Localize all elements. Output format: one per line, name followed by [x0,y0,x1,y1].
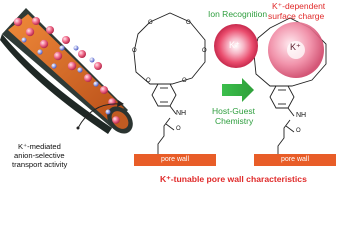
pore-wall-right: pore wall [254,154,336,166]
k-ion [94,62,102,70]
transport-label-line3: transport activity [12,160,68,169]
oxygen-atom: O [146,78,151,84]
recognition-arrow [222,78,254,102]
k-ion [39,39,49,49]
anion [51,63,57,69]
host-guest-label-line2: Chemistry [215,116,254,126]
amide-chain-right [277,119,291,154]
k-ion [67,61,77,71]
crown-ring-left [133,12,206,85]
k-ion [25,27,35,37]
k-ion [62,36,70,44]
oxygen-atom: O [182,78,187,84]
k-ion [84,74,92,82]
anion [89,57,95,63]
crown-ether-left [133,12,206,154]
carbonyl-right [285,125,295,133]
amide-chain-left [157,117,171,154]
transport-label-line1: K⁺-mediated [18,142,61,151]
pore-wall-left: pore wall [134,154,216,166]
bound-k-ion-label: K⁺ [290,42,301,52]
anions-in-pore [21,37,111,115]
bound-k-ion-core [287,41,305,59]
nh-label-left: NH [176,110,187,117]
anion [37,49,43,55]
nanopore-tube [0,8,133,134]
pore-lower-rim [0,34,112,134]
k-ion [53,51,63,61]
ion-recognition-label: Ion Recognition [208,9,268,19]
crown-oxygens-right: O [296,128,301,134]
oxygen-atom: O [148,20,153,26]
oxygen-atom: O [296,128,301,134]
pore-end-opening-inner [111,111,129,129]
k-ion [112,116,120,124]
connector-start-dot [76,126,80,130]
free-k-ion-label: K⁺ [229,40,240,50]
anion [73,45,79,51]
anion [93,81,99,87]
oxygen-atom: O [132,48,137,54]
diagram-graphics: O O O O O O O O [0,8,327,154]
bottom-caption: K⁺-tunable pore wall characteristics [160,174,307,184]
k-ion [13,17,23,27]
k-ions-in-pore [13,17,120,124]
pore-inner-surface [8,14,124,122]
transport-label-line2: anion-selective [14,151,65,160]
nh-bond-right [287,107,295,117]
crown-oxygens-left: O O O O O O O [132,20,207,132]
anion [59,45,65,51]
oxygen-atom: O [186,20,191,26]
free-k-ion [214,24,258,68]
connector-arrowhead [117,100,124,107]
carbonyl-left [165,123,175,131]
anion [21,37,27,43]
oxygen-atom: O [202,48,207,54]
oxygen-atom: O [176,126,181,132]
figure-canvas: O O O O O O O O Ion Recognition [0,1,336,184]
anion [77,67,83,73]
k-ion [78,50,86,58]
host-guest-label-line1: Host-Guest [212,106,255,116]
anion [105,109,111,115]
k-ion [32,17,40,25]
surface-charge-label-line1: K⁺-dependent [272,1,326,11]
nh-label-right: NH [296,112,307,119]
benzo-ring-right [269,85,295,109]
connector-arrow [77,103,121,129]
nh-bond-left [169,105,177,115]
benzo-ring-left [151,83,177,107]
surface-charge-label-line2: surface charge [268,11,325,21]
k-ion [46,26,54,34]
k-ion [100,86,108,94]
